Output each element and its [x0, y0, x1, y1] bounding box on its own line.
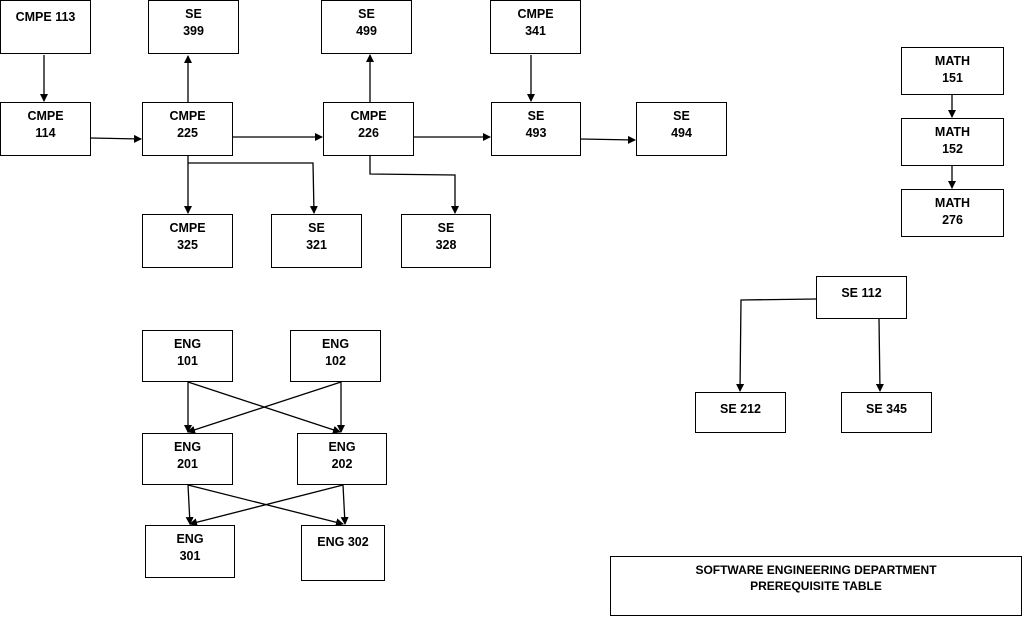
edge-cmpe114-to-cmpe225 — [90, 134, 142, 143]
course-label-line: ENG — [321, 337, 350, 351]
edge-eng201-to-eng301 — [185, 484, 194, 525]
course-box-eng101: ENG 101 — [142, 330, 233, 382]
course-label-line: SE — [358, 7, 375, 21]
course-label-line: 202 — [331, 457, 353, 471]
course-label-line: SE — [185, 7, 202, 21]
course-box-eng201: ENG 201 — [142, 433, 233, 485]
course-box-se328: SE 328 — [401, 214, 491, 268]
course-label-line: ENG — [173, 440, 202, 454]
course-box-math152: MATH 152 — [901, 118, 1004, 166]
course-label-line: 341 — [525, 24, 546, 38]
course-label-line: 499 — [356, 24, 377, 38]
course-box-se321: SE 321 — [271, 214, 362, 268]
course-label-line: CMPE — [169, 109, 206, 123]
course-label-line: SE — [437, 221, 455, 235]
course-label-line: 325 — [177, 238, 198, 252]
course-label-line: MATH — [934, 54, 971, 68]
course-box-cmpe113: CMPE 113 — [0, 0, 91, 54]
course-box-cmpe226: CMPE 226 — [323, 102, 414, 156]
edge-eng202-to-eng301 — [189, 484, 344, 527]
course-label-line: SE — [308, 221, 325, 235]
course-label-line: ENG — [176, 532, 204, 546]
course-box-math151: MATH 151 — [901, 47, 1004, 95]
edge-eng202-to-eng302 — [340, 484, 349, 525]
course-label-line: ENG — [173, 337, 202, 351]
course-label-line: 328 — [435, 238, 457, 252]
course-label-line: 226 — [358, 126, 379, 140]
course-label-line: 102 — [325, 354, 346, 368]
course-label-line: 152 — [942, 142, 963, 156]
course-label-line: 301 — [179, 549, 201, 563]
course-label-line: SE — [673, 109, 690, 123]
course-label-line: SE 212 — [719, 402, 761, 416]
edge-se112-to-se345 — [875, 318, 884, 392]
course-box-cmpe325: CMPE 325 — [142, 214, 233, 268]
course-label-line: 151 — [942, 71, 963, 85]
course-label-line: SE — [527, 109, 545, 123]
course-label-line: 101 — [177, 354, 198, 368]
course-label-line: CMPE — [169, 221, 206, 235]
edge-se112-to-se212 — [736, 298, 817, 392]
edge-cmpe226-to-se328 — [369, 156, 459, 214]
course-box-se399: SE 399 — [148, 0, 239, 54]
course-label-line: 494 — [671, 126, 692, 140]
course-box-eng202: ENG 202 — [297, 433, 387, 485]
course-box-eng302: ENG 302 — [301, 525, 385, 581]
course-label-line: 114 — [35, 126, 56, 140]
title-box: SOFTWARE ENGINEERING DEPARTMENT PREREQUI… — [610, 556, 1022, 616]
course-box-se493: SE 493 — [491, 102, 581, 156]
course-box-se499: SE 499 — [321, 0, 412, 54]
edge-eng102-to-eng201 — [187, 381, 342, 434]
course-label-line: 276 — [942, 213, 963, 227]
title-line-1: SOFTWARE ENGINEERING DEPARTMENT — [695, 563, 937, 577]
course-label-line: ENG — [328, 440, 356, 454]
course-box-eng301: ENG 301 — [145, 525, 235, 578]
course-label-line: ENG 302 — [317, 535, 369, 549]
course-box-eng102: ENG 102 — [290, 330, 381, 382]
course-label-line: MATH — [934, 196, 971, 210]
course-box-se345: SE 345 — [841, 392, 932, 433]
course-box-se494: SE 494 — [636, 102, 727, 156]
course-label-line: CMPE — [350, 109, 387, 123]
edge-cmpe225-to-se321 — [188, 162, 318, 214]
course-label-line: 225 — [177, 126, 198, 140]
course-box-math276: MATH 276 — [901, 189, 1004, 237]
course-box-cmpe341: CMPE 341 — [490, 0, 581, 54]
course-label-line: 201 — [177, 457, 198, 471]
course-label-line: CMPE 113 — [15, 10, 76, 24]
course-label-line: 399 — [183, 24, 204, 38]
title-line-2: PREREQUISITE TABLE — [750, 579, 882, 593]
course-box-se112: SE 112 — [816, 276, 907, 319]
course-box-cmpe225: CMPE 225 — [142, 102, 233, 156]
course-label-line: SE 345 — [865, 402, 907, 416]
course-box-se212: SE 212 — [695, 392, 786, 433]
course-label-line: 321 — [306, 238, 327, 252]
course-label-line: MATH — [934, 125, 971, 139]
course-label-line: SE 112 — [841, 286, 882, 300]
edge-se493-to-se494 — [580, 135, 636, 144]
course-label-line: CMPE — [517, 7, 554, 21]
course-box-cmpe114: CMPE 114 — [0, 102, 91, 156]
course-label-line: 493 — [525, 126, 547, 140]
course-label-line: CMPE — [27, 109, 64, 123]
